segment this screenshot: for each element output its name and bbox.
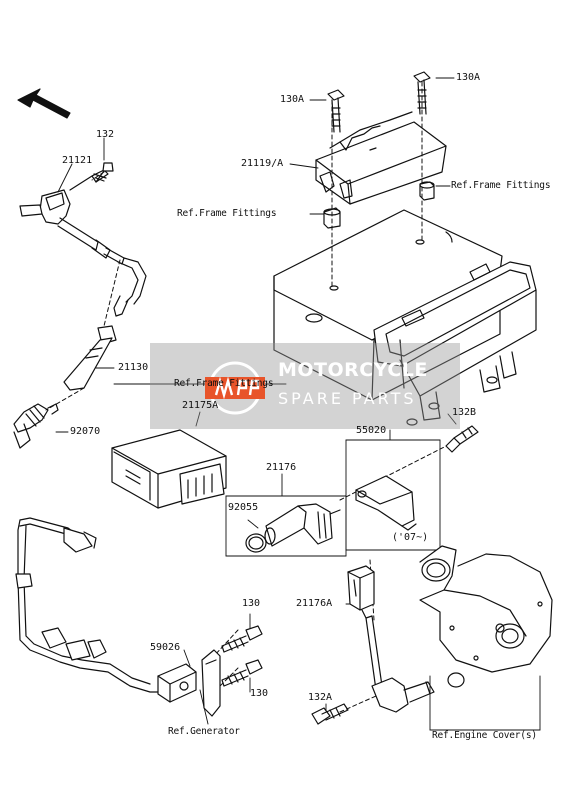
sensor-21176a xyxy=(347,565,435,713)
label-ref-frame-fittings-right: Ref.Frame Fittings xyxy=(451,180,551,191)
watermark-logo-icon xyxy=(205,361,265,415)
label-130a-left: 130A xyxy=(280,94,305,105)
label-ref-engine-cover: Ref.Engine Cover(s) xyxy=(432,730,537,741)
bolt-132a xyxy=(311,703,349,725)
label-132b: 132B xyxy=(452,407,477,418)
spark-plug-cap xyxy=(63,325,117,391)
grommet-right xyxy=(419,181,435,201)
label-ref-generator: Ref.Generator xyxy=(168,726,240,737)
watermark-line-1: MOTORCYCLE xyxy=(278,359,428,381)
label-130-top: 130 xyxy=(242,598,261,609)
watermark-banner: MOTORCYCLE SPARE PARTS xyxy=(150,343,460,429)
label-21175a: 21175A xyxy=(182,400,219,411)
ignitor-unit xyxy=(315,111,447,205)
speed-sensor-21176 xyxy=(245,503,341,553)
label-130a-right: 130A xyxy=(456,72,481,83)
front-arrow-icon xyxy=(17,88,71,119)
bolt-132b xyxy=(445,425,479,453)
label-ref-frame-fittings-middle: Ref.Frame Fittings xyxy=(174,378,274,389)
label-132: 132 xyxy=(96,129,115,140)
label-model-year: ('07~) xyxy=(392,532,429,543)
bolt-130-top xyxy=(221,625,263,653)
engine-cover xyxy=(419,545,553,688)
label-59026: 59026 xyxy=(150,642,181,653)
bolt-132 xyxy=(95,162,114,183)
label-132a: 132A xyxy=(308,692,333,703)
bracket-55020 xyxy=(355,475,417,531)
label-21176a: 21176A xyxy=(296,598,333,609)
control-unit-21175a xyxy=(111,429,227,509)
watermark-line-2: SPARE PARTS xyxy=(278,389,417,408)
label-21176: 21176 xyxy=(266,462,297,473)
ignition-coil xyxy=(19,169,147,317)
label-21130: 21130 xyxy=(118,362,149,373)
connector-59026 xyxy=(157,649,221,717)
wiring-harness xyxy=(15,517,169,693)
label-21119a: 21119/A xyxy=(241,158,284,169)
battery-case xyxy=(273,209,537,426)
label-21121: 21121 xyxy=(62,155,93,166)
spark-plug xyxy=(13,403,59,449)
bolt-130a-left xyxy=(327,89,345,133)
label-ref-frame-fittings-left: Ref.Frame Fittings xyxy=(177,208,277,219)
label-130-bottom: 130 xyxy=(250,688,269,699)
label-55020: 55020 xyxy=(356,425,387,436)
bolt-130-bottom xyxy=(221,659,263,687)
grommet-left xyxy=(323,207,341,229)
label-92055: 92055 xyxy=(228,502,259,513)
label-92070: 92070 xyxy=(70,426,101,437)
